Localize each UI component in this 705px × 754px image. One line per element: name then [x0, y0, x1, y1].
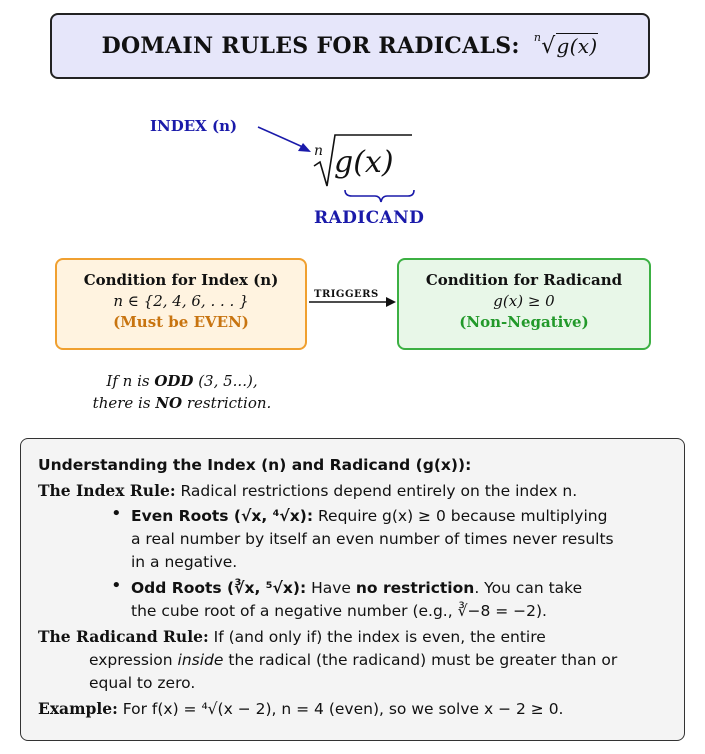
explanation-box: Understanding the Index (n) and Radicand… — [20, 438, 685, 741]
index-rule-text: Radical restrictions depend entirely on … — [180, 482, 578, 500]
radicand-rule-label: The Radicand Rule: — [38, 627, 209, 646]
odd-note-text: (3, 5...), — [193, 372, 258, 390]
title-box: DOMAIN RULES FOR RADICALS: n√g(x) — [50, 13, 650, 79]
radicand-rule-emphasis: inside — [177, 651, 224, 669]
triggers-arrowhead — [386, 297, 396, 307]
index-condition-title: Condition for Index (n) — [83, 271, 279, 289]
index-rule: The Index Rule: Radical restrictions dep… — [38, 481, 577, 500]
triggers-label: TRIGGERS — [314, 289, 379, 300]
odd-note-text: there is — [92, 394, 156, 412]
odd-roots-emphasis: no restriction — [355, 579, 475, 597]
radicand-rule-text: If (and only if) the index is even, the … — [213, 628, 546, 646]
big-radical-sign-icon — [313, 134, 412, 187]
odd-note-text: If n is — [106, 372, 155, 390]
title-radicand: g(x) — [555, 33, 599, 58]
even-roots-text: Require g(x) ≥ 0 because multiplying — [317, 507, 608, 525]
odd-roots-line: Odd Roots (∛x, ⁵√x): Have no restriction… — [131, 579, 582, 597]
radicand-label: RADICAND — [314, 208, 425, 228]
odd-roots-line-2: the cube root of a negative number (e.g.… — [131, 602, 547, 620]
radicand-expression: g(x) — [334, 145, 394, 180]
odd-roots-text: Have — [311, 579, 356, 597]
title-formula: n√g(x) — [533, 30, 599, 59]
even-roots-line-2: a real number by itself an even number o… — [131, 530, 614, 548]
index-label: INDEX (n) — [150, 117, 238, 135]
title-text: DOMAIN RULES FOR RADICALS: — [101, 33, 520, 59]
odd-note-emphasis: NO — [155, 394, 183, 412]
radicand-rule-text: expression — [89, 651, 178, 669]
even-roots-line-3: in a negative. — [131, 553, 238, 571]
index-arrowhead — [298, 143, 311, 152]
example-text: For f(x) = ⁴√(x − 2), n = 4 (even), so w… — [122, 700, 564, 718]
radical-index: n — [314, 143, 324, 159]
radicand-rule-line-3: equal to zero. — [89, 674, 196, 692]
radicand-rule: The Radicand Rule: If (and only if) the … — [38, 627, 546, 646]
even-roots-label: Even Roots (√x, ⁴√x): — [131, 507, 314, 525]
odd-index-note: If n is ODD (3, 5...), there is NO restr… — [62, 370, 302, 414]
example-line: Example: For f(x) = ⁴√(x − 2), n = 4 (ev… — [38, 699, 563, 718]
index-rule-label: The Index Rule: — [38, 481, 176, 500]
odd-note-emphasis: ODD — [154, 372, 194, 390]
index-arrow — [257, 126, 306, 149]
index-condition-set: n ∈ {2, 4, 6, . . . } — [113, 292, 249, 310]
even-roots-line: Even Roots (√x, ⁴√x): Require g(x) ≥ 0 b… — [131, 507, 607, 525]
index-condition-note: (Must be EVEN) — [113, 313, 249, 331]
radicand-rule-text: the radical (the radicand) must be great… — [223, 651, 618, 669]
odd-note-text: restriction. — [182, 394, 272, 412]
explanation-heading: Understanding the Index (n) and Radicand… — [38, 456, 472, 474]
radicand-rule-line-2: expression inside the radical (the radic… — [89, 651, 617, 669]
radicand-condition-inequality: g(x) ≥ 0 — [493, 292, 555, 310]
odd-roots-text: . You can take — [474, 579, 583, 597]
radicand-condition-box: Condition for Radicand g(x) ≥ 0 (Non-Neg… — [397, 258, 651, 350]
odd-roots-label: Odd Roots (∛x, ⁵√x): — [131, 579, 307, 597]
radicand-condition-title: Condition for Radicand — [425, 271, 623, 289]
index-condition-box: Condition for Index (n) n ∈ {2, 4, 6, . … — [55, 258, 307, 350]
page-title: DOMAIN RULES FOR RADICALS: n√g(x) — [101, 30, 599, 59]
radical-sign-icon: √ — [541, 34, 556, 59]
title-index: n — [533, 30, 542, 44]
bullet-icon: • — [111, 575, 122, 596]
radicand-brace — [344, 189, 415, 203]
bullet-icon: • — [111, 503, 122, 524]
example-label: Example: — [38, 699, 118, 718]
radicand-condition-note: (Non-Negative) — [459, 313, 589, 331]
